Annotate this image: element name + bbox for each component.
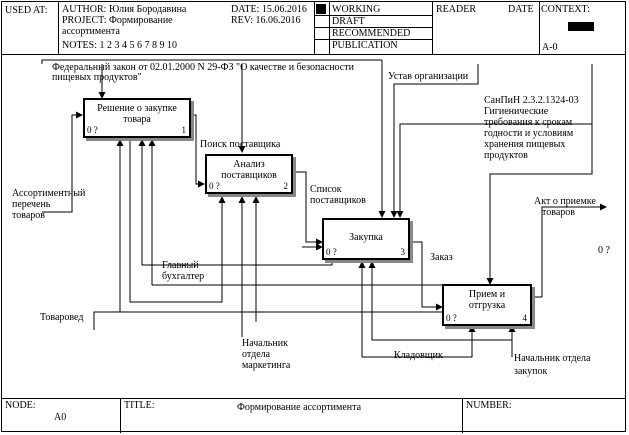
box-id: 2 [283,181,289,191]
header: USED AT: AUTHOR: Юлия Бородавина PROJECT… [2,2,625,55]
status-publication: PUBLICATION [332,40,398,51]
box-id: 3 [400,247,406,257]
ustav-label: Устав организации [388,71,469,82]
box-num: 0 ? [446,313,457,323]
date2-label: DATE [508,4,534,15]
assort-label-1: Ассортиментный [12,188,86,199]
nach-label-1: Начальник [242,338,288,349]
status-working: WORKING [332,4,381,15]
spisok-label-1: Список [310,184,342,195]
box-num: 0 ? [87,125,98,135]
assort-label-2: перечень [12,199,51,210]
sanpin-label-1: СанПиН 2.3.2.1324-03 [484,95,579,106]
notes-label: NOTES: 1 2 3 4 5 6 7 8 9 10 [62,40,177,51]
node-value: A0 [54,412,67,423]
box-purchase[interactable]: Закупка 0 ? 3 [322,218,410,260]
nach-label-3: маркетинга [242,360,291,371]
status-draft: DRAFT [332,16,365,27]
nachz-label-2: закупок [514,366,548,377]
used-at-label: USED AT: [5,5,48,16]
buh-label-1: Главный [162,260,199,271]
tovaroved-label: Товаровед [40,312,84,323]
akt-label-1: Акт о приемке [534,196,596,207]
box-title: Анализ поставщиков [221,159,277,181]
sanpin-label-5: хранения пищевых [484,139,566,150]
kladov-label: Кладовщик [394,350,443,361]
sanpin-label-2: Гигиенические [484,106,549,117]
box-num: 0 ? [209,181,220,191]
sanpin-label-6: продуктов [484,150,528,161]
title-value: Формирование ассортимента [237,402,362,413]
sanpin-label-3: требования к срокам [484,117,573,128]
context-id: A-0 [542,42,558,53]
rev-label: REV: 16.06.2016 [231,15,301,26]
box-receiving[interactable]: Прием и отгрузка 0 ? 4 [442,284,532,326]
project-label: PROJECT: Формирование [62,15,173,26]
zakaz-label: Заказ [430,252,453,263]
box-title: Решение о закупке товара [97,103,177,125]
akt-label-2: товаров [542,207,575,218]
context-mark [568,22,594,31]
box-num: 0 ? [326,247,337,257]
box-id: 4 [522,313,528,323]
box-title: Закупка [349,232,383,243]
assort-label-3: товаров [12,210,45,221]
context-label: CONTEXT: [541,4,590,15]
law-label: Федеральный закон от 02.01.2000 N 29-ФЗ … [52,62,354,73]
nachz-label-1: Начальник отдела [514,353,591,364]
sanpin-label-4: годности и условиям [484,128,574,139]
nach-label-2: отдела [242,349,271,360]
author-label: AUTHOR: Юлия Бородавина [62,4,187,15]
project-label-2: ассортимента [62,26,120,37]
box-id: 1 [181,125,187,135]
box-decision[interactable]: Решение о закупке товара 0 ? 1 [83,98,191,138]
box-analysis[interactable]: Анализ поставщиков 0 ? 2 [205,154,293,194]
box-title: Прием и отгрузка [468,289,506,311]
law-label-2: пищевых продуктов" [52,72,142,83]
akt-id: 0 ? [598,245,610,256]
buh-label-2: бухгалтер [162,271,205,282]
node-label: NODE: [5,400,36,411]
poisk-label: Поиск поставщика [200,139,281,150]
reader-label: READER [436,4,476,15]
number-label: NUMBER: [466,400,512,411]
working-checkbox [316,4,326,14]
title-label: TITLE: [124,400,155,411]
date-label: DATE: 15.06.2016 [231,4,307,15]
status-recommended: RECOMMENDED [332,28,411,39]
spisok-label-2: поставщиков [310,195,366,206]
